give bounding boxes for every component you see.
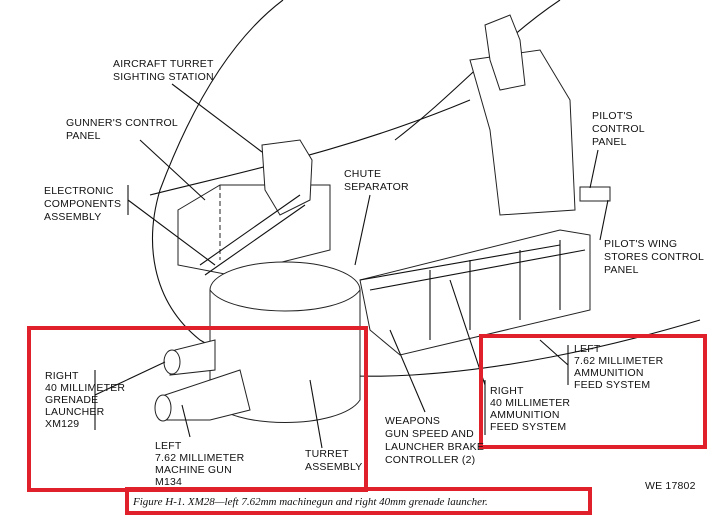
svg-text:M134: M134 — [155, 476, 182, 488]
svg-text:LAUNCHER BRAKE: LAUNCHER BRAKE — [385, 441, 484, 453]
turret-body — [209, 288, 361, 423]
highlight-box-caption — [125, 487, 592, 515]
svg-text:XM129: XM129 — [45, 418, 79, 430]
svg-text:RIGHT: RIGHT — [490, 385, 524, 397]
figure-caption: Figure H-1. XM28—left 7.62mm machinegun … — [132, 496, 488, 508]
pilot-control-panel — [579, 186, 611, 202]
label-right-feed-system: RIGHT 40 MILLIMETER AMMUNITION FEED SYST… — [490, 385, 570, 433]
svg-text:AIRCRAFT TURRET: AIRCRAFT TURRET — [113, 58, 214, 70]
svg-text:ELECTRONIC: ELECTRONIC — [44, 185, 114, 197]
label-chute-separator: CHUTE SEPARATOR — [344, 168, 409, 193]
svg-text:40 MILLIMETER: 40 MILLIMETER — [45, 382, 125, 394]
figure-number: WE 17802 — [645, 480, 696, 492]
label-gunner-control-panel: GUNNER'S CONTROL PANEL — [66, 117, 178, 142]
ammunition-box — [359, 229, 591, 356]
svg-text:FEED SYSTEM: FEED SYSTEM — [490, 421, 566, 433]
svg-text:SEPARATOR: SEPARATOR — [344, 181, 409, 193]
svg-text:LAUNCHER: LAUNCHER — [45, 406, 105, 418]
svg-text:GRENADE: GRENADE — [45, 394, 98, 406]
svg-text:LEFT: LEFT — [155, 440, 182, 452]
svg-text:ASSEMBLY: ASSEMBLY — [305, 461, 362, 473]
svg-text:SIGHTING STATION: SIGHTING STATION — [113, 71, 214, 83]
svg-text:COMPONENTS: COMPONENTS — [44, 198, 121, 210]
svg-text:RIGHT: RIGHT — [45, 370, 79, 382]
svg-text:CONTROL: CONTROL — [592, 123, 645, 135]
highlight-box-feed-system — [479, 334, 707, 449]
machine-gun — [164, 369, 251, 421]
svg-text:7.62 MILLIMETER: 7.62 MILLIMETER — [155, 452, 245, 464]
canopy-outline — [152, 0, 701, 377]
leader-lines — [94, 83, 609, 449]
svg-text:LEFT: LEFT — [574, 343, 601, 355]
svg-text:AMMUNITION: AMMUNITION — [490, 409, 560, 421]
pilot-seat-block — [469, 49, 576, 216]
svg-text:PANEL: PANEL — [66, 130, 101, 142]
svg-text:PANEL: PANEL — [592, 136, 627, 148]
svg-text:FEED SYSTEM: FEED SYSTEM — [574, 379, 650, 391]
svg-text:PANEL: PANEL — [604, 264, 639, 276]
svg-text:TURRET: TURRET — [305, 448, 349, 460]
svg-text:WEAPONS: WEAPONS — [385, 415, 440, 427]
label-sighting-station: AIRCRAFT TURRET SIGHTING STATION — [113, 58, 214, 83]
label-pilot-wing-stores: PILOT'S WING STORES CONTROL PANEL — [604, 238, 704, 276]
label-left-feed-system: LEFT 7.62 MILLIMETER AMMUNITION FEED SYS… — [574, 343, 664, 391]
svg-text:PILOT'S: PILOT'S — [592, 110, 633, 122]
svg-text:AMMUNITION: AMMUNITION — [574, 367, 644, 379]
svg-text:STORES CONTROL: STORES CONTROL — [604, 251, 704, 263]
svg-text:40 MILLIMETER: 40 MILLIMETER — [490, 397, 570, 409]
svg-text:ASSEMBLY: ASSEMBLY — [44, 211, 101, 223]
svg-text:MACHINE GUN: MACHINE GUN — [155, 464, 232, 476]
svg-text:GUN SPEED AND: GUN SPEED AND — [385, 428, 474, 440]
label-electronic-components: ELECTRONIC COMPONENTS ASSEMBLY — [44, 185, 121, 223]
label-pilot-control-panel: PILOT'S CONTROL PANEL — [592, 110, 645, 148]
svg-text:CONTROLLER (2): CONTROLLER (2) — [385, 454, 475, 466]
grenade-launcher — [169, 339, 216, 376]
label-machine-gun: LEFT 7.62 MILLIMETER MACHINE GUN M134 — [155, 440, 245, 488]
svg-text:7.62 MILLIMETER: 7.62 MILLIMETER — [574, 355, 664, 367]
svg-text:GUNNER'S CONTROL: GUNNER'S CONTROL — [66, 117, 178, 129]
svg-text:CHUTE: CHUTE — [344, 168, 381, 180]
label-weapons-controller: WEAPONS GUN SPEED AND LAUNCHER BRAKE CON… — [385, 415, 484, 466]
svg-text:PILOT'S WING: PILOT'S WING — [604, 238, 677, 250]
label-grenade-launcher: RIGHT 40 MILLIMETER GRENADE LAUNCHER XM1… — [45, 370, 125, 430]
label-turret-assembly: TURRET ASSEMBLY — [305, 448, 362, 473]
pilot-sight — [484, 14, 526, 91]
gunner-sight — [261, 139, 313, 216]
